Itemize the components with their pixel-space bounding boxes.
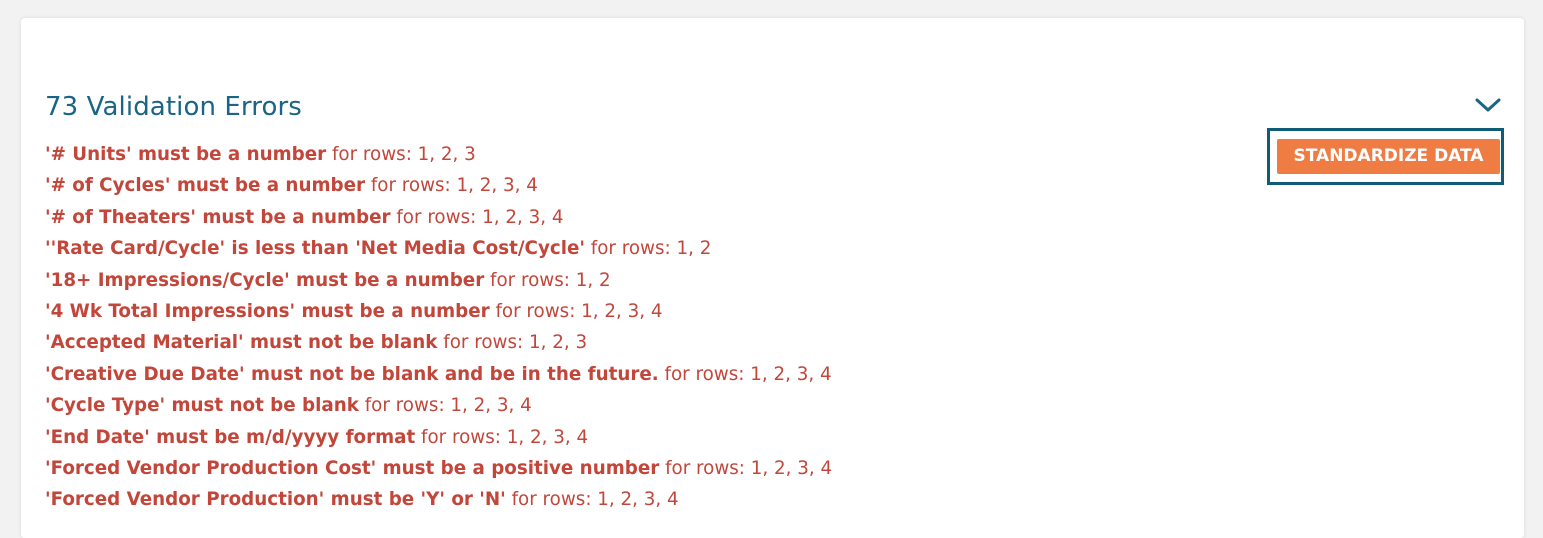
error-rows: for rows: 1, 2, 3	[443, 332, 588, 354]
chevron-down-icon[interactable]	[1474, 94, 1502, 116]
error-rows: for rows: 1, 2, 3, 4	[495, 300, 663, 322]
validation-error-item: 'End Date' must be m/d/yyyy format for r…	[45, 425, 832, 456]
validation-error-item: '# of Cycles' must be a number for rows:…	[45, 173, 832, 204]
standardize-data-focus-ring: STANDARDIZE DATA	[1267, 128, 1504, 185]
error-rows: for rows: 1, 2, 3, 4	[396, 206, 564, 228]
validation-error-item: 'Cycle Type' must not be blank for rows:…	[45, 393, 832, 424]
error-rows: for rows: 1, 2, 3, 4	[511, 489, 679, 511]
validation-error-item: '# Units' must be a number for rows: 1, …	[45, 142, 832, 173]
error-message: '18+ Impressions/Cycle' must be a number	[45, 269, 485, 291]
error-message: ''Rate Card/Cycle' is less than 'Net Med…	[45, 238, 585, 260]
error-message: '4 Wk Total Impressions' must be a numbe…	[45, 300, 490, 322]
error-message: 'End Date' must be m/d/yyyy format	[45, 426, 416, 448]
validation-error-list: '# Units' must be a number for rows: 1, …	[45, 142, 832, 519]
error-rows: for rows: 1, 2, 3, 4	[364, 395, 532, 417]
validation-error-item: '# of Theaters' must be a number for row…	[45, 205, 832, 236]
error-message: 'Creative Due Date' must not be blank an…	[45, 363, 659, 385]
standardize-data-button[interactable]: STANDARDIZE DATA	[1277, 139, 1500, 174]
error-message: 'Forced Vendor Production Cost' must be …	[45, 457, 660, 479]
error-message: 'Cycle Type' must not be blank	[45, 395, 359, 417]
validation-error-item: '4 Wk Total Impressions' must be a numbe…	[45, 299, 832, 330]
validation-errors-title: 73 Validation Errors	[45, 92, 302, 122]
error-rows: for rows: 1, 2, 3, 4	[370, 175, 538, 197]
error-rows: for rows: 1, 2	[490, 269, 611, 291]
error-rows: for rows: 1, 2, 3, 4	[665, 457, 833, 479]
error-rows: for rows: 1, 2, 3, 4	[421, 426, 589, 448]
error-message: '# Units' must be a number	[45, 144, 327, 165]
validation-errors-panel: 73 Validation Errors STANDARDIZE DATA '#…	[21, 18, 1524, 538]
error-message: '# of Theaters' must be a number	[45, 206, 391, 228]
error-message: 'Forced Vendor Production' must be 'Y' o…	[45, 489, 506, 511]
validation-error-item: 'Accepted Material' must not be blank fo…	[45, 330, 832, 361]
validation-error-item: '18+ Impressions/Cycle' must be a number…	[45, 268, 832, 299]
error-message: '# of Cycles' must be a number	[45, 175, 366, 197]
error-message: 'Accepted Material' must not be blank	[45, 332, 438, 354]
error-rows: for rows: 1, 2	[590, 238, 712, 260]
validation-error-item: ''Rate Card/Cycle' is less than 'Net Med…	[45, 236, 832, 267]
error-rows: for rows: 1, 2, 3	[331, 144, 476, 165]
validation-error-item: 'Forced Vendor Production Cost' must be …	[45, 456, 832, 487]
error-rows: for rows: 1, 2, 3, 4	[664, 363, 832, 385]
validation-error-item: 'Forced Vendor Production' must be 'Y' o…	[45, 487, 832, 518]
validation-error-item: 'Creative Due Date' must not be blank an…	[45, 362, 832, 393]
